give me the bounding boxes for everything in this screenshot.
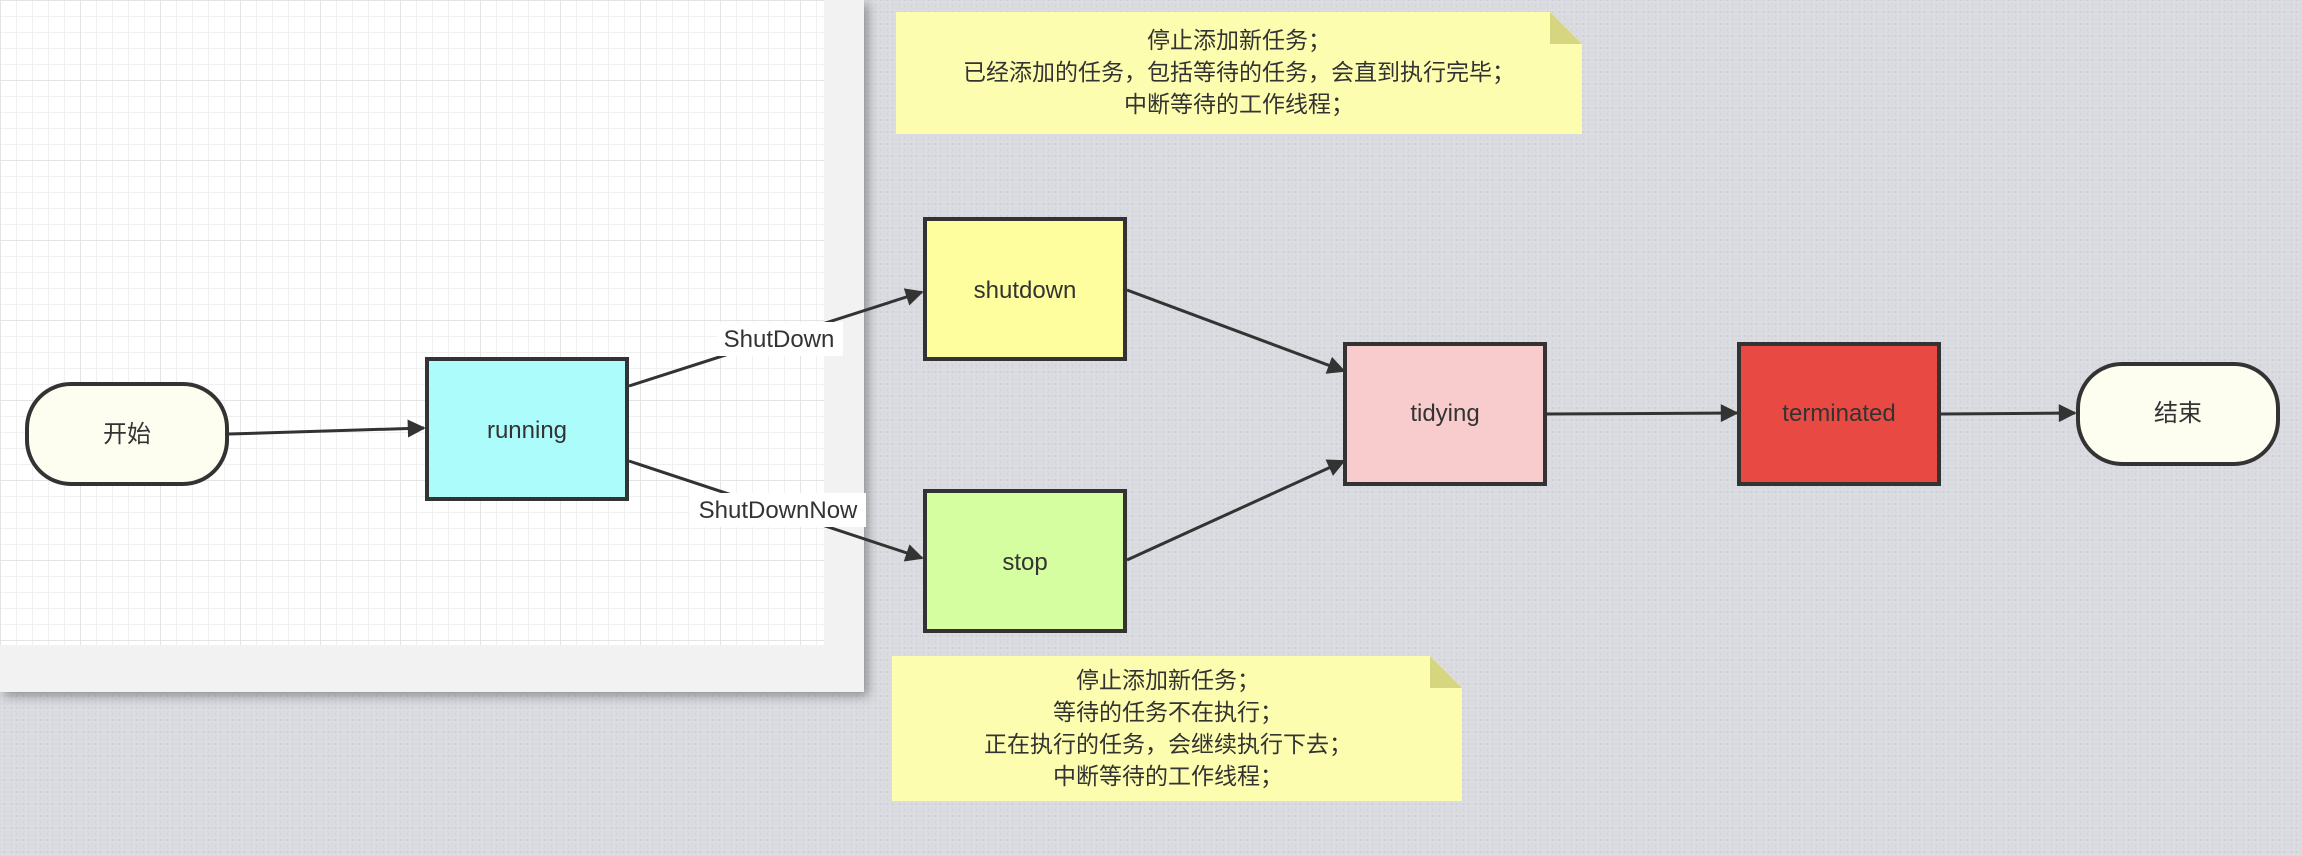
stop-note-fold <box>1430 656 1462 688</box>
node-stop[interactable]: stop <box>923 489 1127 633</box>
edge-label-shutdown-now-text: ShutDownNow <box>699 497 858 524</box>
node-shutdown-label: shutdown <box>974 277 1077 304</box>
node-terminated[interactable]: terminated <box>1737 342 1941 486</box>
shutdown-note-line-3: 中断等待的工作线程； <box>1124 92 1354 118</box>
stop-note-line-3: 正在执行的任务，会继续执行下去； <box>984 732 1352 758</box>
edge-tidying-terminated[interactable] <box>1545 404 1739 423</box>
edge-terminated-end[interactable] <box>1940 404 2077 423</box>
edge-label-shutdown-text: ShutDown <box>724 326 835 353</box>
edge-label-shutdown-now[interactable]: ShutDownNow <box>690 493 866 527</box>
stop-note[interactable]: 停止添加新任务； 等待的任务不在执行； 正在执行的任务，会继续执行下去； 中断等… <box>892 656 1462 801</box>
edge-label-shutdown[interactable]: ShutDown <box>717 322 843 356</box>
shutdown-note-line-2: 已经添加的任务，包括等待的任务，会直到执行完毕； <box>963 60 1515 86</box>
node-terminated-shape <box>1737 342 1941 486</box>
node-start-label: 开始 <box>103 421 151 448</box>
shutdown-note-line-1: 停止添加新任务； <box>1147 28 1331 54</box>
node-start-shape <box>25 382 229 486</box>
node-tidying-label: tidying <box>1410 400 1479 427</box>
stop-note-line-1: 停止添加新任务； <box>1076 668 1260 694</box>
shutdown-note-body <box>896 12 1582 134</box>
edge-label-shutdown-bg <box>717 322 843 356</box>
edge-label-shutdown-now-bg <box>690 493 866 527</box>
node-end-label: 结束 <box>2154 400 2202 427</box>
node-tidying[interactable]: tidying <box>1343 342 1547 486</box>
node-running-label: running <box>487 417 567 444</box>
stop-note-line-2: 等待的任务不在执行； <box>1053 700 1283 726</box>
node-stop-shape <box>923 489 1127 633</box>
node-running-shape <box>425 357 629 501</box>
node-terminated-label: terminated <box>1782 400 1895 427</box>
node-end-shape <box>2076 362 2280 466</box>
shutdown-note-fold <box>1550 12 1582 44</box>
node-shutdown-shape <box>923 217 1127 361</box>
node-shutdown[interactable]: shutdown <box>923 217 1127 361</box>
shutdown-note[interactable]: 停止添加新任务； 已经添加的任务，包括等待的任务，会直到执行完毕； 中断等待的工… <box>896 12 1582 134</box>
node-stop-label: stop <box>1002 549 1047 576</box>
canvas-grid <box>0 0 824 645</box>
node-end[interactable]: 结束 <box>2076 362 2280 466</box>
edge-stop-tidying[interactable] <box>1126 459 1346 562</box>
edge-shutdown-tidying[interactable] <box>1126 288 1346 374</box>
node-tidying-shape <box>1343 342 1547 486</box>
edge-start-running[interactable] <box>228 419 426 438</box>
stop-note-line-4: 中断等待的工作线程； <box>1053 764 1283 790</box>
node-running[interactable]: running <box>425 357 629 501</box>
stop-note-body <box>892 656 1462 801</box>
node-start[interactable]: 开始 <box>25 382 229 486</box>
